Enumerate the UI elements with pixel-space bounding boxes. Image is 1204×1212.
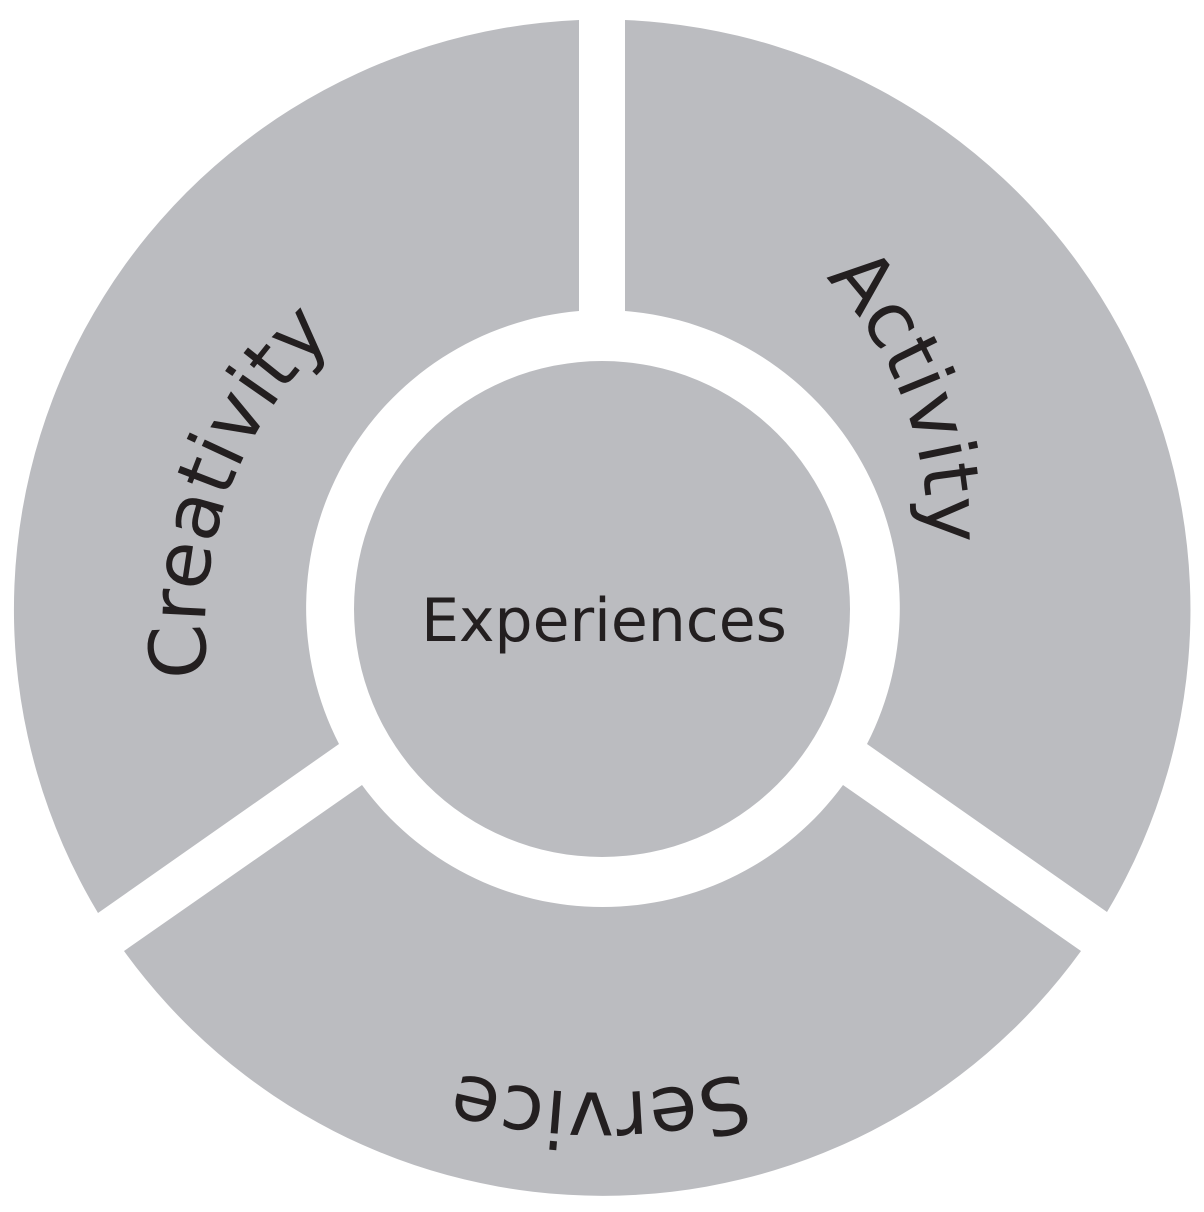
segment-activity — [625, 20, 1191, 912]
segment-service — [124, 785, 1081, 1196]
segment-creativity — [13, 20, 579, 913]
center-label: Experiences — [421, 586, 787, 656]
center-circle — [354, 361, 850, 857]
